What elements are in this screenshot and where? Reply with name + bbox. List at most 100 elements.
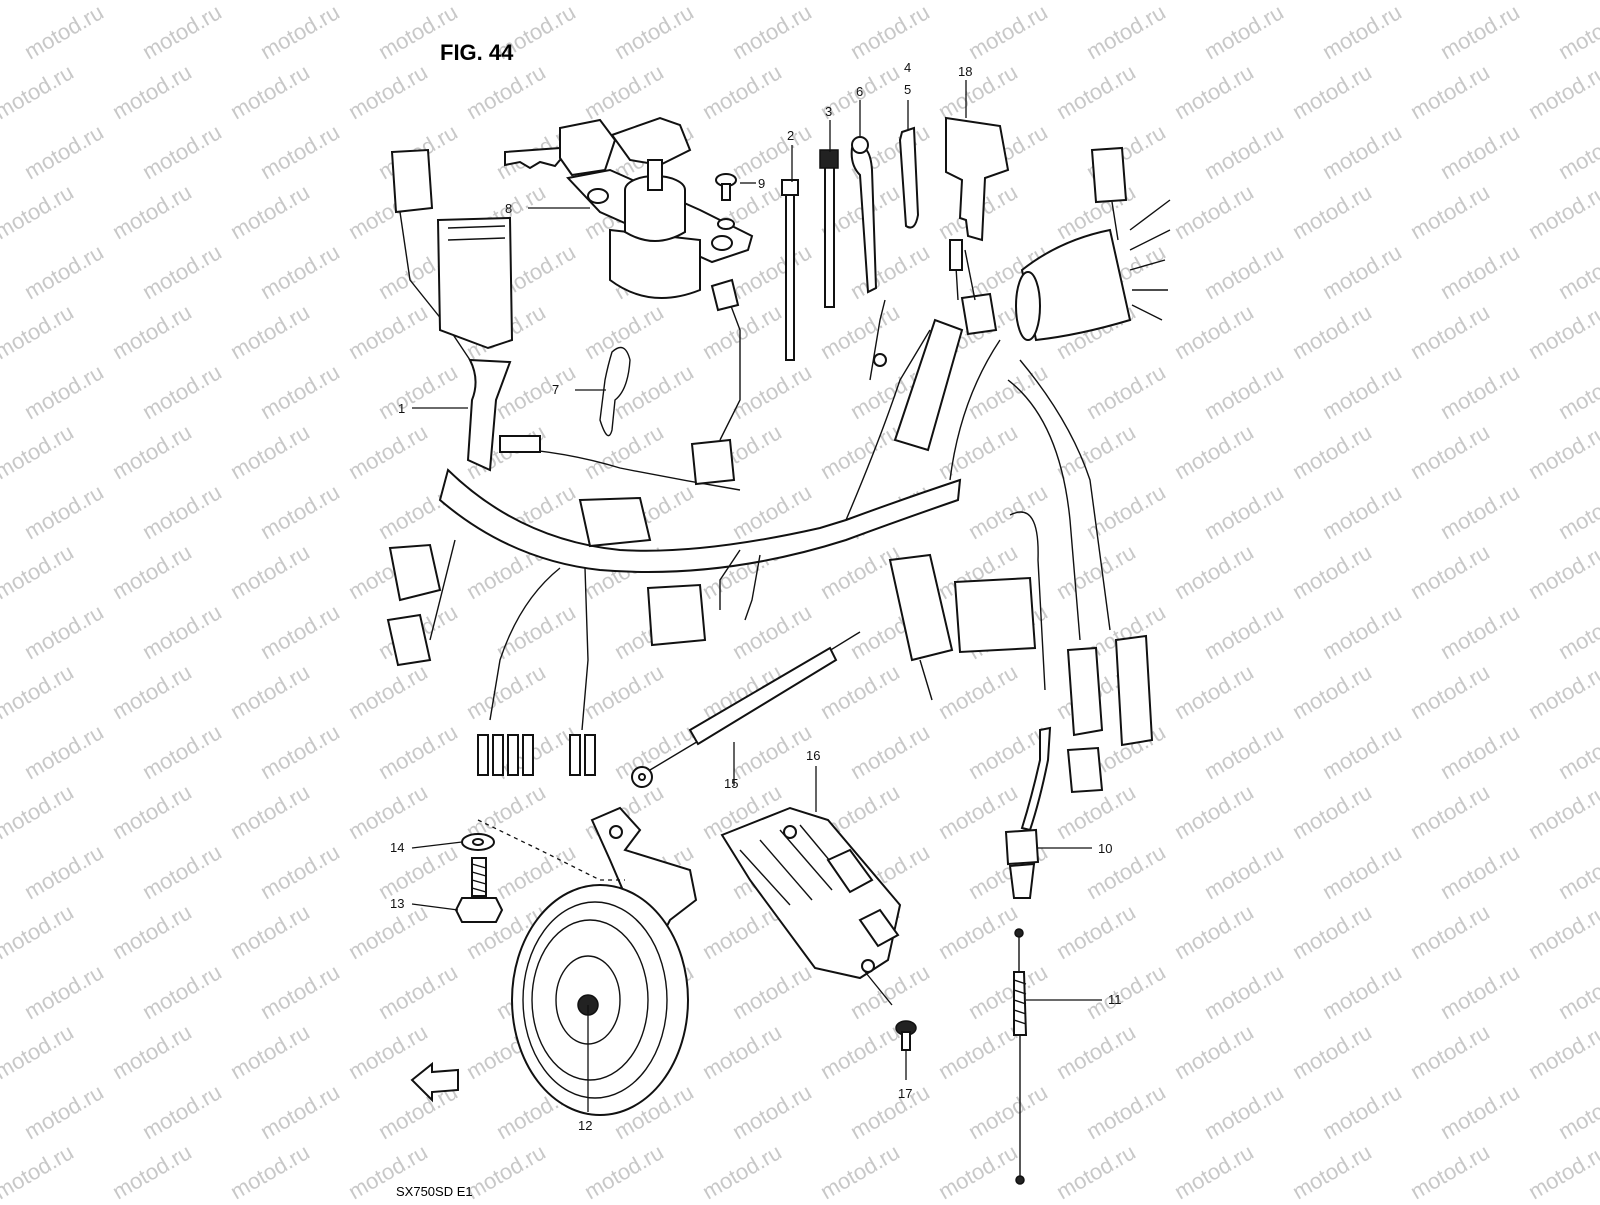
watermark-text: motod.ru: [934, 59, 1022, 124]
leader-14: [411, 841, 463, 849]
watermark-text: motod.ru: [20, 479, 108, 544]
watermark-text: motod.ru: [1288, 419, 1376, 484]
harness-connector-mid: [578, 496, 652, 548]
watermark-text: motod.ru: [108, 899, 196, 964]
callout-15: 15: [724, 776, 738, 791]
watermark-text: motod.ru: [0, 179, 78, 244]
watermark-text: motod.ru: [0, 539, 78, 604]
screw-9-shank: [721, 183, 731, 201]
watermark-text: motod.ru: [964, 959, 1052, 1024]
connector-right-lower-2: [1114, 634, 1154, 747]
watermark-text: motod.ru: [1288, 539, 1376, 604]
terminal-l6: [584, 734, 596, 776]
watermark-text: motod.ru: [226, 779, 314, 844]
watermark-text: motod.ru: [1318, 1079, 1406, 1144]
watermark-text: motod.ru: [256, 239, 344, 304]
switch-lead-plunger: [1008, 862, 1036, 899]
watermark-text: motod.ru: [108, 1019, 196, 1084]
ignition-switch-drawing: [504, 116, 754, 299]
watermark-text: motod.ru: [1288, 59, 1376, 124]
watermark-text: motod.ru: [374, 359, 462, 424]
watermark-text: motod.ru: [846, 719, 934, 784]
watermark-text: motod.ru: [1170, 419, 1258, 484]
terminal-l1: [477, 734, 489, 776]
watermark-text: motod.ru: [1406, 659, 1494, 724]
watermark-text: motod.ru: [0, 1019, 78, 1084]
harness-plug-top-left: [390, 148, 434, 214]
watermark-text: motod.ru: [492, 599, 580, 664]
terminal-i: [949, 239, 963, 271]
switch-lead-drawing: [1004, 726, 1052, 899]
watermark-text: motod.ru: [1554, 119, 1600, 184]
cable-tie-3: [824, 151, 835, 308]
screw-9b-head: [717, 218, 735, 230]
watermark-text: motod.ru: [20, 719, 108, 784]
callout-9: 9: [758, 176, 765, 191]
watermark-text: motod.ru: [1288, 899, 1376, 964]
watermark-text: motod.ru: [108, 539, 196, 604]
watermark-text: motod.ru: [698, 0, 786, 4]
bracket-hole-2: [711, 235, 733, 251]
harness-branch-e: [719, 549, 741, 610]
watermark-text: motod.ru: [698, 59, 786, 124]
watermark-text: motod.ru: [1052, 419, 1140, 484]
watermark-text: motod.ru: [1200, 0, 1288, 64]
harness-branch-k: [1019, 359, 1111, 631]
horn-alignment-line: [477, 819, 625, 881]
callout-labels: 1 2 3 4 5 6 7 8 9 10 11 12 13 14 15 16 1…: [390, 60, 1122, 1133]
watermark-text: motod.ru: [108, 779, 196, 844]
regulator-body: [720, 806, 902, 980]
watermark-text: motod.ru: [580, 659, 668, 724]
watermark-text: motod.ru: [1554, 599, 1600, 664]
lead-lower-1: [489, 567, 561, 721]
callout-5: 5: [904, 82, 911, 97]
watermark-text: motod.ru: [1288, 659, 1376, 724]
watermark-text: motod.ru: [610, 0, 698, 64]
watermark-text: motod.ru: [1406, 0, 1494, 4]
watermark-text: motod.ru: [344, 0, 432, 4]
figure-title: FIG. 44: [440, 40, 514, 65]
watermark-text: motod.ru: [1436, 0, 1524, 64]
watermark-text: motod.ru: [1436, 239, 1524, 304]
washer-14-hole: [472, 838, 484, 846]
watermark-text: motod.ru: [1436, 479, 1524, 544]
watermark-text: motod.ru: [344, 899, 432, 964]
ring-terminal-15-hole: [638, 773, 646, 781]
watermark-text: motod.ru: [1554, 839, 1600, 904]
watermark-text: motod.ru: [846, 239, 934, 304]
leader-13: [411, 903, 459, 911]
watermark-text: motod.ru: [1052, 1019, 1140, 1084]
watermark-text: motod.ru: [1436, 839, 1524, 904]
terminal-l5: [569, 734, 581, 776]
watermark-text: motod.ru: [1200, 479, 1288, 544]
watermark-text: motod.ru: [934, 0, 1022, 4]
connector-right-lower-1: [1066, 646, 1104, 737]
cable-tie-3-head: [819, 149, 839, 169]
wire-clip-7: [599, 346, 631, 437]
ground-lead-drawing: [631, 631, 861, 788]
regulator-drawing: [720, 806, 902, 980]
callout-11: 11: [1108, 992, 1122, 1007]
callout-7: 7: [552, 382, 559, 397]
watermark-text: motod.ru: [20, 839, 108, 904]
harness-branch-d: [429, 539, 456, 641]
harness-connector-lower-mid: [646, 583, 707, 647]
harness-connector-round: [1020, 228, 1132, 342]
watermark-text: motod.ru: [728, 1079, 816, 1144]
watermark-text: motod.ru: [610, 719, 698, 784]
watermark-text: motod.ru: [1406, 539, 1494, 604]
watermark-text: motod.ru: [256, 0, 344, 64]
watermark-text: motod.ru: [0, 0, 78, 4]
callout-1: 1: [398, 401, 405, 416]
watermark-text: motod.ru: [1524, 419, 1600, 484]
watermark-text: motod.ru: [108, 659, 196, 724]
watermark-text: motod.ru: [934, 1139, 1022, 1200]
watermark-text: motod.ru: [1052, 59, 1140, 124]
watermark-text: motod.ru: [226, 659, 314, 724]
spring-drawing: [1013, 928, 1028, 1185]
clamp-4-5: [898, 126, 920, 229]
watermark-text: motod.ru: [728, 959, 816, 1024]
watermark-text: motod.ru: [344, 59, 432, 124]
watermark-text: motod.ru: [580, 299, 668, 364]
